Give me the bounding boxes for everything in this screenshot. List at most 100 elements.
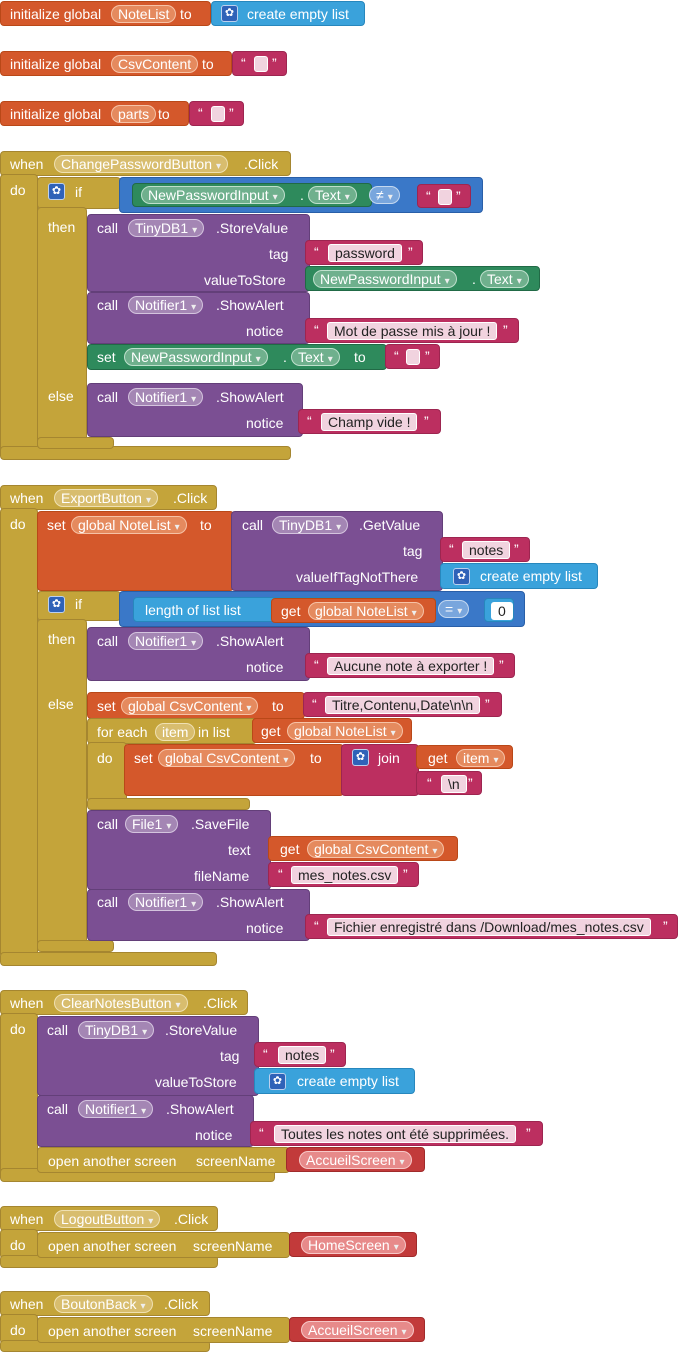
component-dropdown[interactable]: Notifier1▾ [128, 296, 204, 314]
number-field[interactable]: 0 [491, 602, 513, 620]
variable-dropdown[interactable]: global NoteList▾ [287, 722, 403, 740]
get-global-block[interactable]: get global CsvContent▾ [268, 836, 458, 861]
property-dropdown[interactable]: Text▾ [480, 270, 529, 288]
component-dropdown[interactable]: Notifier1▾ [78, 1100, 154, 1118]
text-string-block[interactable]: “ Fichier enregistré dans /Download/mes_… [305, 914, 678, 939]
text-string-block[interactable]: “ mes_notes.csv ” [268, 862, 419, 887]
component-dropdown[interactable]: ChangePasswordButton▾ [54, 155, 229, 173]
set-property-block[interactable]: set NewPasswordInput▾ . Text▾ to [87, 344, 387, 370]
property-dropdown[interactable]: Text▾ [291, 348, 340, 366]
gear-icon[interactable]: ✿ [221, 5, 238, 22]
set-global-block[interactable]: set global CsvContent▾ to [87, 692, 305, 719]
string-field[interactable]: Toutes les notes ont été supprimées. [274, 1125, 517, 1143]
string-field[interactable]: Titre,Contenu,Date\n\n [325, 696, 481, 714]
string-field[interactable] [254, 56, 268, 72]
component-dropdown[interactable]: NewPasswordInput▾ [124, 348, 268, 366]
get-local-block[interactable]: get item▾ [416, 745, 513, 769]
call-tinydb-getvalue[interactable]: call TinyDB1▾ .GetValue tag valueIfTagNo… [231, 511, 443, 591]
component-dropdown[interactable]: NewPasswordInput▾ [141, 186, 285, 204]
gear-icon[interactable]: ✿ [269, 1073, 286, 1090]
set-global-block[interactable]: set global CsvContent▾ to [124, 744, 344, 796]
string-field[interactable]: Mot de passe mis à jour ! [327, 322, 498, 340]
create-empty-list-block[interactable]: ✿ create empty list [211, 1, 365, 26]
var-name-field[interactable]: parts [111, 105, 157, 123]
string-field[interactable]: notes [278, 1046, 327, 1064]
set-global-block[interactable]: set global NoteList▾ to [37, 511, 234, 591]
text-string-block[interactable]: “ ” [417, 184, 471, 208]
component-dropdown[interactable]: ExportButton▾ [54, 489, 158, 507]
init-global-csvcontent[interactable]: initialize global CsvContent to [0, 51, 232, 76]
gear-icon[interactable]: ✿ [48, 596, 65, 613]
operator-dropdown[interactable]: =▾ [438, 600, 470, 618]
variable-dropdown[interactable]: global CsvContent▾ [121, 697, 259, 715]
number-block[interactable]: 0 [484, 598, 514, 622]
variable-dropdown[interactable]: global NoteList▾ [308, 602, 424, 620]
event-logoutbutton-click[interactable]: when LogoutButton▾ .Click [0, 1206, 218, 1231]
open-another-screen-block[interactable]: open another screen screenName [37, 1147, 290, 1173]
open-another-screen-block[interactable]: open another screen screenName [37, 1317, 290, 1343]
property-getter[interactable]: NewPasswordInput▾ . Text▾ [132, 183, 372, 207]
component-dropdown[interactable]: File1▾ [125, 815, 179, 833]
create-empty-list-block[interactable]: ✿ create empty list [440, 563, 598, 589]
text-string-block[interactable]: “ notes ” [254, 1042, 346, 1067]
event-boutonback-click[interactable]: when BoutonBack▾ .Click [0, 1291, 210, 1316]
event-exportbutton-click[interactable]: when ExportButton▾ .Click [0, 485, 217, 510]
text-string-block[interactable]: “ ” [189, 101, 244, 126]
init-global-notelist[interactable]: initialize global NoteList to [0, 1, 211, 26]
event-clearnotesbutton-click[interactable]: when ClearNotesButton▾ .Click [0, 990, 248, 1015]
text-string-block[interactable]: “ Toutes les notes ont été supprimées. ” [250, 1121, 543, 1146]
init-global-parts[interactable]: initialize global parts to [0, 101, 189, 126]
component-dropdown[interactable]: ClearNotesButton▾ [54, 994, 188, 1012]
variable-dropdown[interactable]: global NoteList▾ [71, 516, 187, 534]
get-global-block[interactable]: get global NoteList▾ [271, 598, 436, 623]
string-field[interactable] [406, 349, 420, 365]
component-dropdown[interactable]: LogoutButton▾ [54, 1210, 161, 1228]
text-string-block[interactable]: “ Champ vide ! ” [298, 409, 441, 434]
call-notifier-showalert[interactable]: call Notifier1▾ .ShowAlert notice [87, 627, 310, 681]
gear-icon[interactable]: ✿ [352, 749, 369, 766]
screen-dropdown[interactable]: AccueilScreen▾ [299, 1151, 412, 1169]
screen-dropdown[interactable]: HomeScreen▾ [301, 1236, 406, 1254]
if-block[interactable]: ✿ if [37, 591, 121, 621]
screen-name-block[interactable]: HomeScreen▾ [289, 1232, 417, 1257]
var-name-field[interactable]: NoteList [111, 5, 177, 23]
operator-dropdown[interactable]: ≠▾ [369, 186, 400, 204]
if-block[interactable]: ✿ if [37, 177, 121, 209]
component-dropdown[interactable]: Notifier1▾ [128, 388, 204, 406]
join-block[interactable]: ✿ join [341, 744, 419, 796]
component-dropdown[interactable]: BoutonBack▾ [54, 1295, 153, 1313]
string-field[interactable]: mes_notes.csv [291, 866, 399, 884]
call-tinydb-storevalue[interactable]: call TinyDB1▾ .StoreValue tag valueToSto… [87, 214, 310, 292]
string-field[interactable]: Fichier enregistré dans /Download/mes_no… [327, 918, 651, 936]
for-each-block[interactable]: for each item in list [87, 718, 257, 744]
variable-dropdown[interactable]: item▾ [456, 749, 506, 767]
call-tinydb-storevalue[interactable]: call TinyDB1▾ .StoreValue tag valueToSto… [37, 1016, 259, 1096]
component-dropdown[interactable]: Notifier1▾ [128, 893, 204, 911]
call-file-savefile[interactable]: call File1▾ .SaveFile text fileName [87, 810, 271, 890]
text-string-block[interactable]: “ password ” [305, 240, 423, 265]
text-string-block[interactable]: “ Aucune note à exporter ! ” [305, 653, 515, 678]
screen-dropdown[interactable]: AccueilScreen▾ [301, 1321, 414, 1339]
variable-dropdown[interactable]: global CsvContent▾ [158, 749, 296, 767]
text-string-block[interactable]: “ notes ” [440, 537, 530, 562]
call-notifier-showalert[interactable]: call Notifier1▾ .ShowAlert notice [87, 383, 303, 437]
create-empty-list-block[interactable]: ✿ create empty list [254, 1068, 415, 1094]
gear-icon[interactable]: ✿ [48, 183, 65, 200]
text-string-block[interactable]: “ ” [232, 51, 287, 76]
variable-dropdown[interactable]: global CsvContent▾ [307, 840, 445, 858]
text-string-block[interactable]: “ \n ” [416, 771, 482, 795]
string-field[interactable]: notes [462, 541, 511, 559]
string-field[interactable] [438, 189, 452, 205]
text-string-block[interactable]: “ Titre,Contenu,Date\n\n ” [303, 692, 502, 717]
text-string-block[interactable]: “ Mot de passe mis à jour ! ” [305, 318, 519, 343]
screen-name-block[interactable]: AccueilScreen▾ [286, 1147, 425, 1172]
component-dropdown[interactable]: TinyDB1▾ [272, 516, 349, 534]
string-field[interactable]: password [328, 244, 402, 262]
component-dropdown[interactable]: TinyDB1▾ [78, 1021, 155, 1039]
get-global-block[interactable]: get global NoteList▾ [252, 718, 412, 743]
gear-icon[interactable]: ✿ [453, 568, 470, 585]
component-dropdown[interactable]: TinyDB1▾ [128, 219, 205, 237]
compare-eq-block[interactable]: length of list list get global NoteList▾… [119, 591, 525, 627]
component-dropdown[interactable]: Notifier1▾ [128, 632, 204, 650]
open-another-screen-block[interactable]: open another screen screenName [37, 1232, 290, 1258]
